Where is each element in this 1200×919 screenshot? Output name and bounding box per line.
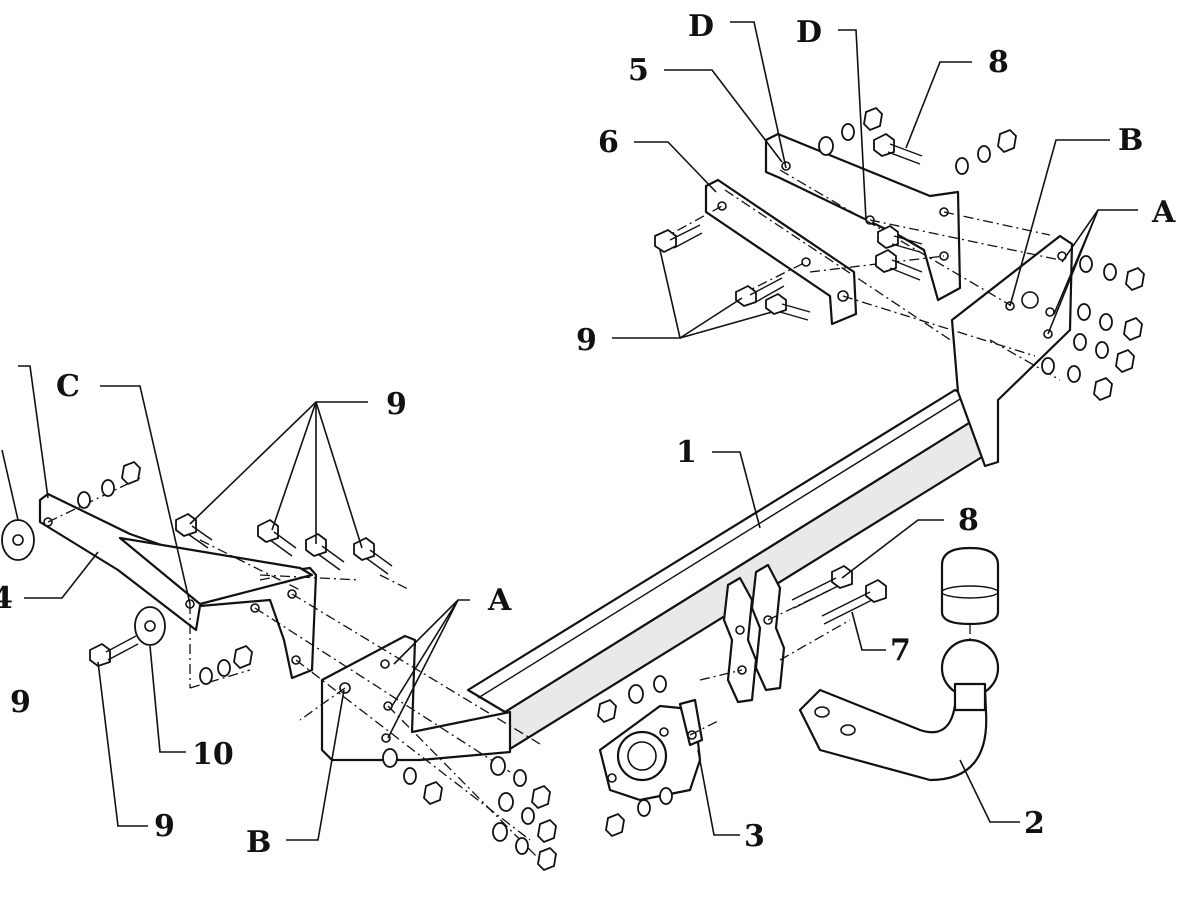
- label-D-left: D: [688, 9, 714, 44]
- bracket-6: [704, 178, 858, 326]
- leader-lines: [1, 21, 1138, 841]
- label-B-left: B: [246, 825, 271, 860]
- part-labels: 1 2 3 4 5 6 7 8 8 9 9 9 9 10 A A B B C D…: [0, 9, 1176, 860]
- label-9-right: 9: [576, 323, 597, 358]
- label-8-middle: 8: [958, 503, 979, 538]
- label-3: 3: [744, 819, 765, 854]
- beam-left-end-plate: [320, 634, 512, 762]
- assembly-centerlines: [47, 169, 1061, 861]
- label-9-left: 9: [10, 685, 31, 720]
- fastener-bolts: [89, 132, 923, 668]
- label-D-right: D: [796, 15, 822, 50]
- label-2: 2: [1024, 806, 1045, 841]
- label-6: 6: [598, 125, 619, 160]
- ball-neck: [798, 638, 1000, 782]
- label-C: C: [56, 369, 80, 404]
- label-1: 1: [676, 435, 697, 470]
- label-10: 10: [192, 737, 234, 772]
- label-7: 7: [890, 633, 911, 668]
- label-8-top: 8: [988, 45, 1009, 80]
- ball-mount-brackets: [722, 563, 786, 704]
- label-4: 4: [0, 581, 13, 616]
- label-9-bottom: 9: [154, 809, 175, 844]
- label-9-top-left: 9: [386, 387, 407, 422]
- label-5: 5: [628, 53, 649, 88]
- beam-right-end-plate: [950, 234, 1074, 468]
- label-B-right: B: [1118, 123, 1143, 158]
- ball-cap: [940, 546, 1000, 626]
- main-cross-beam: [466, 388, 992, 754]
- label-A-right: A: [1151, 195, 1176, 230]
- label-A-center: A: [487, 583, 512, 618]
- fastener-nuts-washers: [1, 106, 1145, 872]
- bracket-5: [764, 132, 962, 302]
